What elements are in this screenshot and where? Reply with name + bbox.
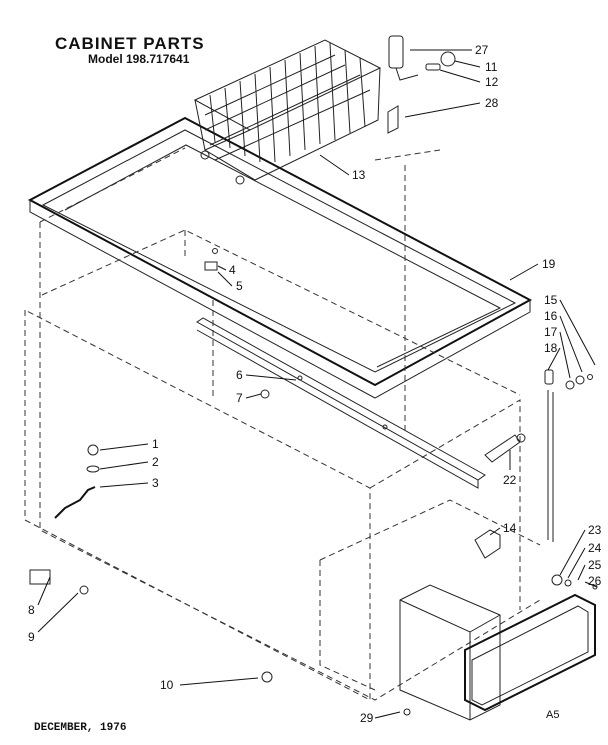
- thermostat-parts: [387, 35, 456, 134]
- callout-16: 16: [544, 309, 558, 323]
- callout-6: 6: [236, 368, 243, 382]
- callout-1: 1: [152, 437, 159, 451]
- callout-28: 28: [485, 96, 499, 110]
- model-number: Model 198.717641: [88, 52, 190, 66]
- callout-9: 9: [28, 630, 35, 644]
- callout-14: 14: [503, 521, 517, 535]
- hinge-strip: [196, 317, 486, 489]
- callout-2: 2: [152, 455, 159, 469]
- callout-29: 29: [360, 711, 374, 725]
- callout-15: 15: [544, 293, 558, 307]
- callout-23: 23: [588, 523, 602, 537]
- callout-10: 10: [160, 678, 174, 692]
- leader-lines: [37, 49, 598, 719]
- callout-22: 22: [503, 473, 517, 487]
- callout-26: 26: [588, 574, 602, 588]
- callout-labels: 27 11 12 28 13 19 4 5 15 16 17 18 6 7 1 …: [28, 43, 602, 725]
- callout-12: 12: [485, 75, 499, 89]
- callout-5: 5: [236, 279, 243, 293]
- callout-25: 25: [588, 558, 602, 572]
- callout-17: 17: [544, 325, 558, 339]
- machine-compartment: [399, 584, 596, 721]
- callout-19: 19: [542, 257, 556, 271]
- callout-27: 27: [475, 43, 489, 57]
- basket: [193, 39, 382, 185]
- callout-24: 24: [588, 541, 602, 555]
- callout-11: 11: [485, 60, 498, 74]
- cabinet-top-frame: [27, 116, 533, 399]
- callout-3: 3: [152, 476, 159, 490]
- diagram-title: CABINET PARTS: [55, 34, 205, 53]
- cabinet-body-outline: [24, 147, 541, 701]
- diagram-code: A5: [546, 709, 560, 721]
- callout-4: 4: [229, 263, 236, 277]
- callout-13: 13: [352, 168, 366, 182]
- callout-7: 7: [236, 391, 243, 405]
- diagram-date: DECEMBER, 1976: [34, 722, 127, 734]
- callout-8: 8: [28, 603, 35, 617]
- callout-18: 18: [544, 341, 558, 355]
